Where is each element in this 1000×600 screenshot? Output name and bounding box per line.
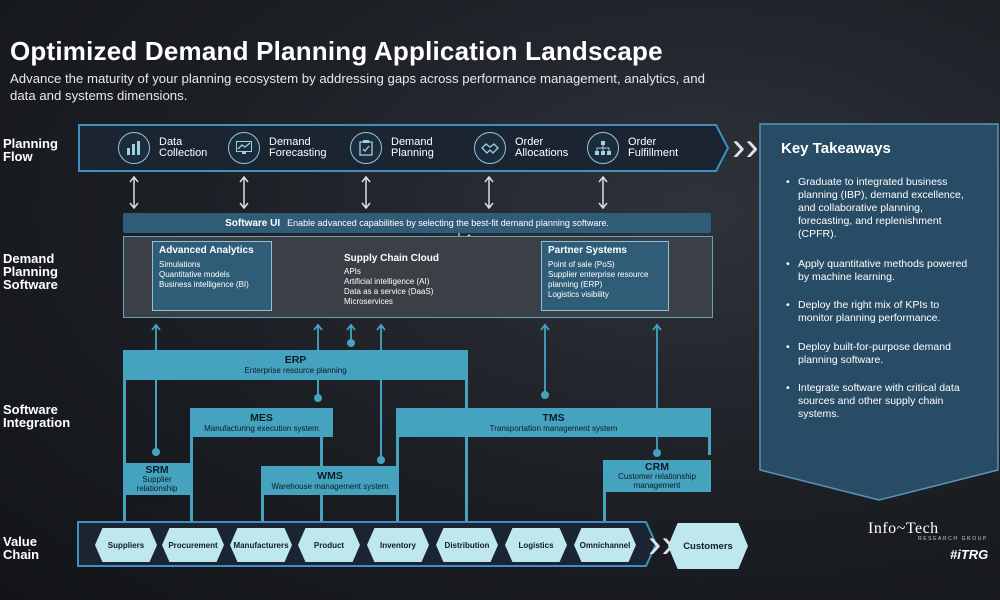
page-title: Optimized Demand Planning Application La… — [10, 36, 663, 66]
info-tech-logo: Info~Tech — [868, 520, 939, 537]
takeaway-item: Graduate to integrated business planning… — [786, 176, 976, 241]
line-chart-monitor-icon — [228, 132, 260, 164]
integration-arrows — [151, 323, 662, 462]
value-chain-manufacturers: Manufacturers — [230, 528, 292, 562]
row-label-planning-flow: Planning Flow — [3, 136, 58, 164]
partner-systems-box: Partner Systems Point of sale (PoS) Supp… — [541, 241, 669, 311]
customers-hexagon: Customers — [668, 523, 748, 569]
handshake-icon — [474, 132, 506, 164]
page-subtitle: Advance the maturity of your planning ec… — [10, 71, 705, 103]
clipboard-check-icon — [350, 132, 382, 164]
takeaway-item: Deploy the right mix of KPIs to monitor … — [786, 299, 976, 325]
row-label-demand-planning-software: Demand Planning Software — [3, 251, 58, 292]
flow-chevrons: ›› — [732, 125, 759, 169]
value-chain-omnichannel: Omnichannel — [574, 528, 636, 562]
bar-chart-icon — [118, 132, 150, 164]
hierarchy-icon — [587, 132, 619, 164]
value-chain-distribution: Distribution — [436, 528, 498, 562]
takeaway-item: Apply quantitative methods powered by ma… — [786, 258, 976, 284]
advanced-analytics-box: Advanced Analytics Simulations Quantitat… — [152, 241, 272, 311]
itrg-tag: #iTRG — [950, 547, 989, 562]
takeaway-item: Integrate software with critical data so… — [786, 382, 976, 421]
row-label-software-integration: Software Integration — [3, 402, 71, 430]
software-ui-bar: Software UI Enable advanced capabilities… — [123, 213, 711, 233]
value-chain-procurement: Procurement — [162, 528, 224, 562]
flow-double-arrows — [129, 175, 608, 210]
value-chain-suppliers: Suppliers — [95, 528, 157, 562]
logo-subtitle: RESEARCH GROUP — [918, 536, 988, 542]
value-chain-logistics: Logistics — [505, 528, 567, 562]
takeaway-item: Deploy built-for-purpose demand planning… — [786, 341, 976, 367]
row-label-value-chain: Value Chain — [3, 534, 40, 562]
supply-chain-cloud: Supply Chain Cloud APIs Artificial intel… — [344, 253, 439, 307]
key-takeaways-title: Key Takeaways — [781, 140, 891, 157]
value-chain-product: Product — [298, 528, 360, 562]
value-chain-inventory: Inventory — [367, 528, 429, 562]
